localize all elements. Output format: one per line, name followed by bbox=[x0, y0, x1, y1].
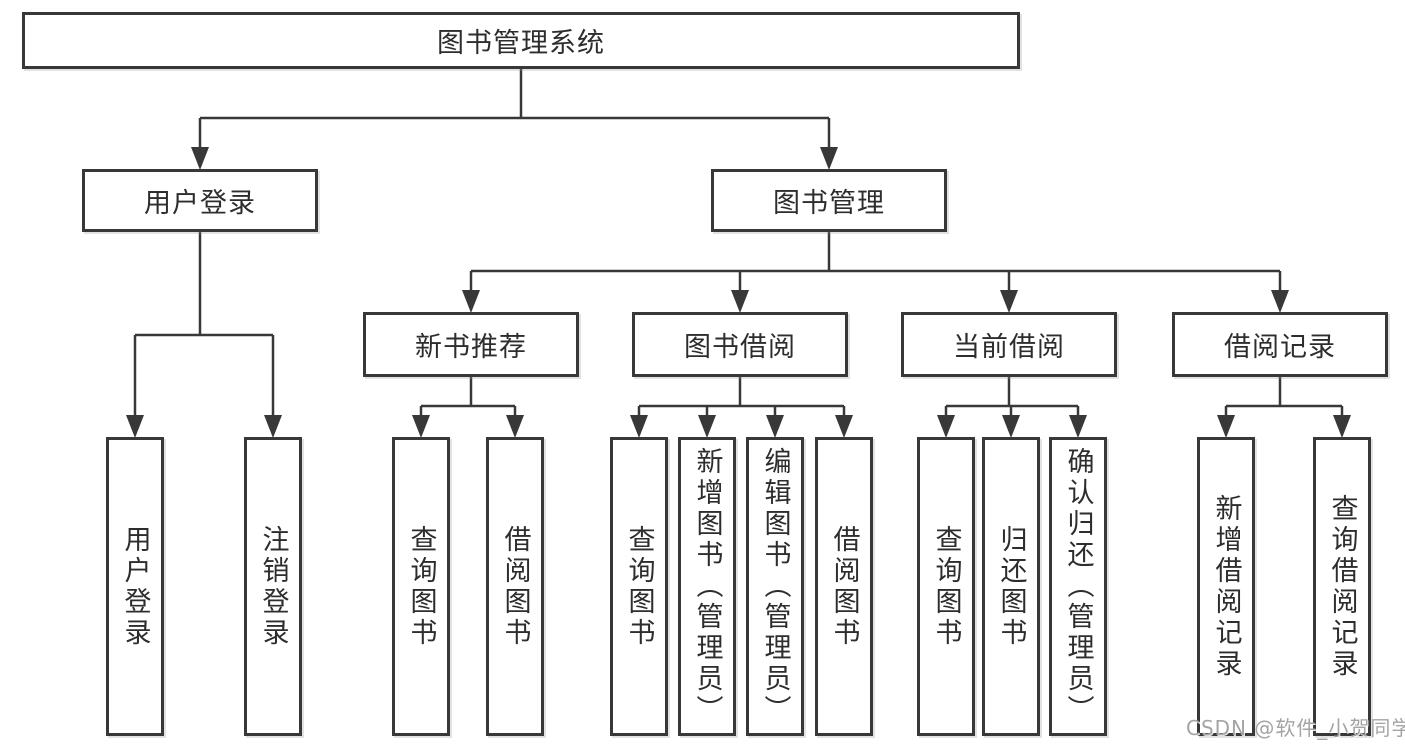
arrowhead bbox=[630, 415, 648, 438]
arrowhead bbox=[191, 147, 209, 170]
leaf-confirm-return-admin: 确认归还（管理员） bbox=[1049, 437, 1107, 736]
leaf-query-books-current: 查询图书 bbox=[917, 437, 975, 736]
arrowhead bbox=[1000, 290, 1018, 313]
node-book-borrow: 图书借阅 bbox=[632, 312, 848, 377]
leaf-query-books-borrow: 查询图书 bbox=[610, 437, 668, 736]
arrowhead bbox=[412, 415, 430, 438]
leaf-return-book: 归还图书 bbox=[982, 437, 1040, 736]
arrowhead bbox=[506, 415, 524, 438]
node-current-borrow: 当前借阅 bbox=[901, 312, 1117, 377]
node-new-book-recommend: 新书推荐 bbox=[363, 312, 579, 377]
node-root: 图书管理系统 bbox=[22, 12, 1020, 69]
leaf-borrow-books: 借阅图书 bbox=[815, 437, 873, 736]
leaf-edit-book-admin: 编辑图书（管理员） bbox=[746, 437, 804, 736]
arrowhead bbox=[698, 415, 716, 438]
arrowhead bbox=[1333, 415, 1351, 438]
arrowhead bbox=[766, 415, 784, 438]
arrowhead bbox=[1069, 415, 1087, 438]
arrowhead bbox=[835, 415, 853, 438]
node-borrow-records: 借阅记录 bbox=[1172, 312, 1388, 377]
arrowhead bbox=[937, 415, 955, 438]
node-user-login: 用户登录 bbox=[82, 169, 318, 232]
arrowhead bbox=[126, 415, 144, 438]
arrowheads bbox=[126, 147, 1351, 438]
arrowhead bbox=[1002, 415, 1020, 438]
arrowhead bbox=[264, 415, 282, 438]
leaf-logout: 注销登录 bbox=[244, 437, 302, 736]
leaf-add-book-admin: 新增图书（管理员） bbox=[678, 437, 736, 736]
arrowhead bbox=[1217, 415, 1235, 438]
leaf-query-borrow-record: 查询借阅记录 bbox=[1313, 437, 1371, 736]
node-book-management: 图书管理 bbox=[711, 169, 947, 232]
arrowhead bbox=[462, 290, 480, 313]
arrowhead bbox=[820, 147, 838, 170]
leaf-user-login: 用户登录 bbox=[106, 437, 164, 736]
arrowhead bbox=[1271, 290, 1289, 313]
leaf-add-borrow-record: 新增借阅记录 bbox=[1197, 437, 1255, 736]
leaf-borrow-books-recommend: 借阅图书 bbox=[486, 437, 544, 736]
arrowhead bbox=[731, 290, 749, 313]
csdn-watermark: CSDN @软件_小贺同学 bbox=[1186, 716, 1405, 740]
leaf-query-books-recommend: 查询图书 bbox=[392, 437, 450, 736]
